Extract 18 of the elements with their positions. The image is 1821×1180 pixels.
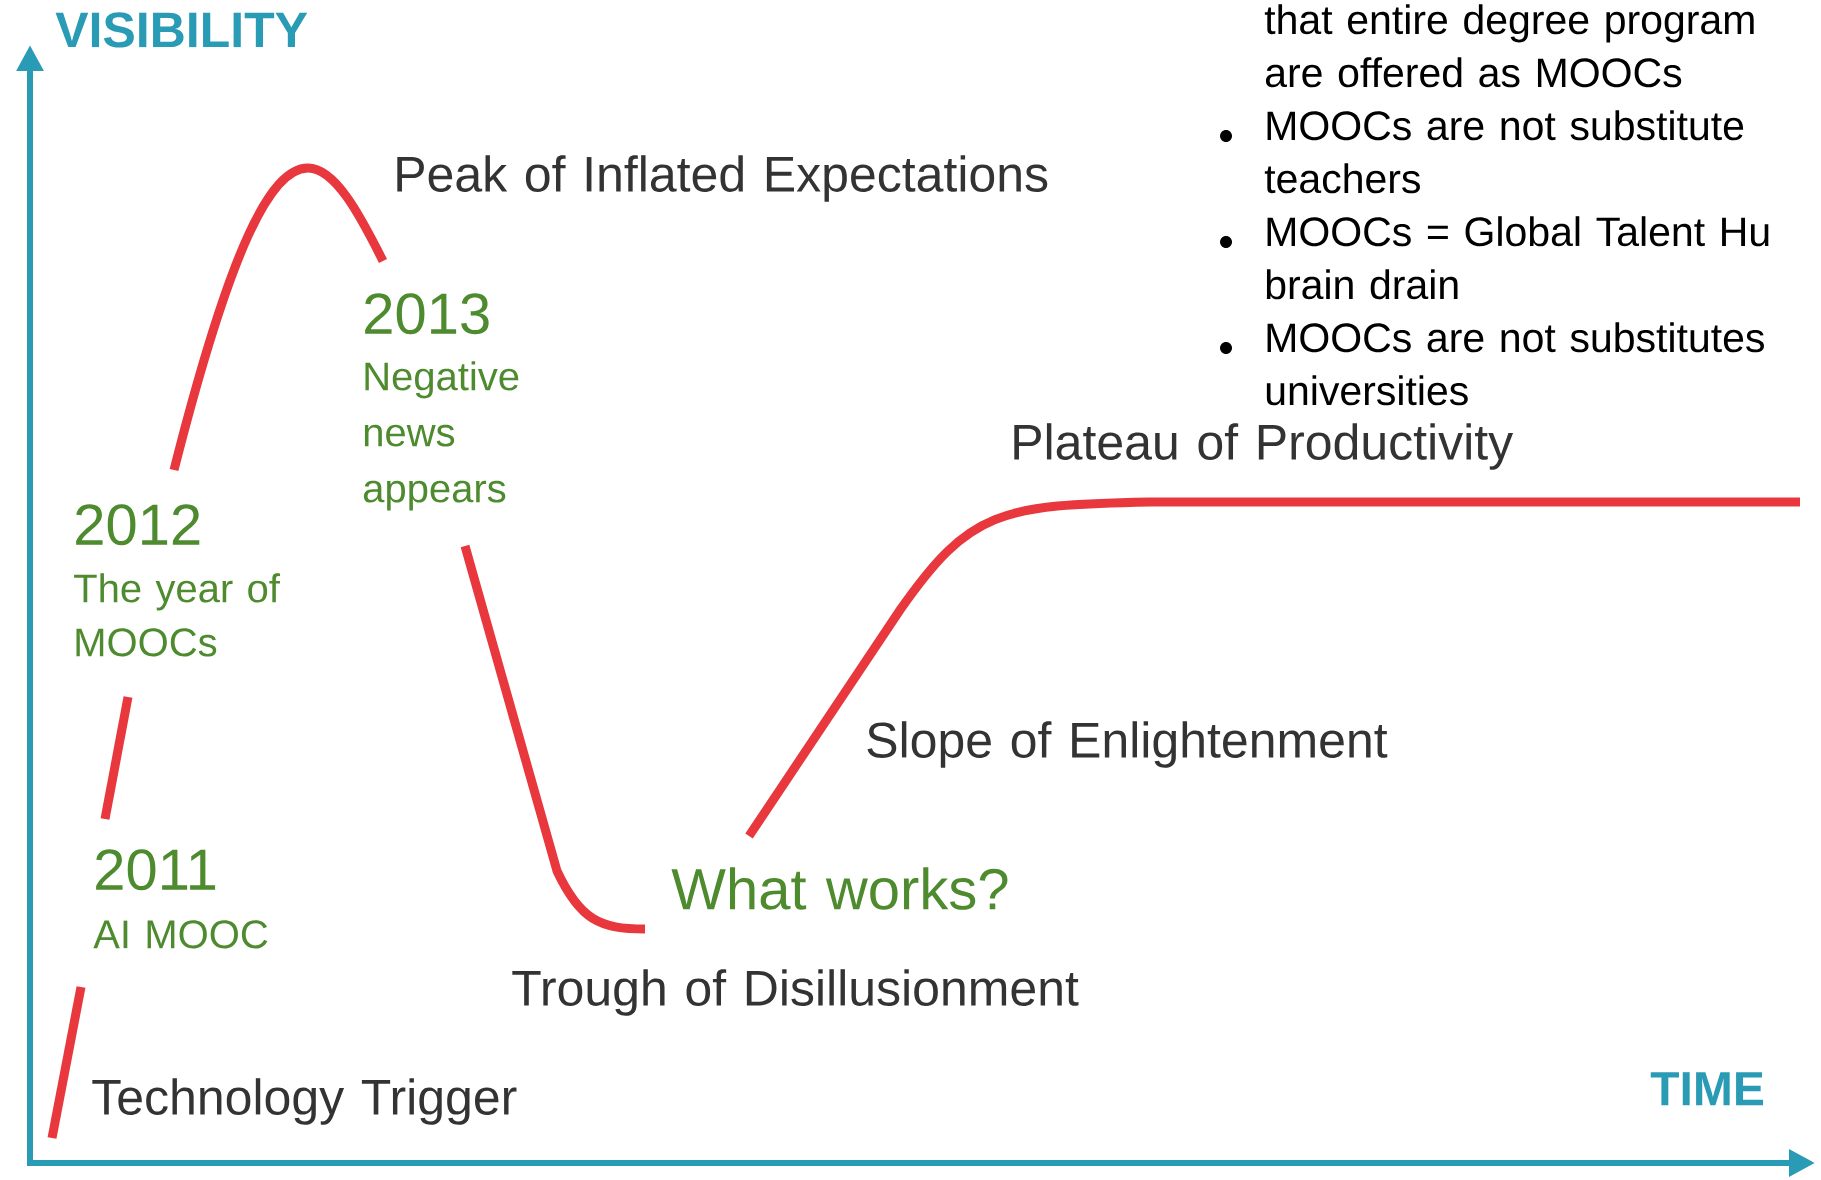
note-text: AI MOOC bbox=[93, 920, 268, 949]
year-label: 2012 bbox=[76, 504, 200, 546]
year-label: 2011 bbox=[96, 849, 216, 891]
phase-label: Slope of Enlightenment bbox=[867, 721, 1388, 768]
bullet-text: that entire degree program are offered as MOOCs bbox=[1264, 4, 1754, 88]
note-text: Negative news appears bbox=[363, 361, 519, 511]
year-label: What works? bbox=[671, 867, 1008, 910]
phase-label: Technology Trigger bbox=[92, 1078, 517, 1125]
axis-title: VISIBILITY bbox=[55, 12, 308, 48]
axis-title: TIME bbox=[1650, 1072, 1763, 1106]
phase-label: Peak of Inflated Expectations bbox=[397, 155, 1048, 202]
bullet-text: MOOCs are not substitutes universities bbox=[1266, 322, 1764, 406]
note-text: The year of MOOCs bbox=[74, 573, 280, 657]
year-label: 2013 bbox=[365, 293, 489, 335]
phase-label: Trough of Disillusionment bbox=[512, 969, 1079, 1016]
phase-label: Plateau of Productivity bbox=[1014, 423, 1514, 470]
bullet-text: MOOCs = Global Talent Hu brain drain bbox=[1266, 216, 1769, 300]
bullet-text: MOOCs are not substitute teachers bbox=[1264, 110, 1744, 194]
